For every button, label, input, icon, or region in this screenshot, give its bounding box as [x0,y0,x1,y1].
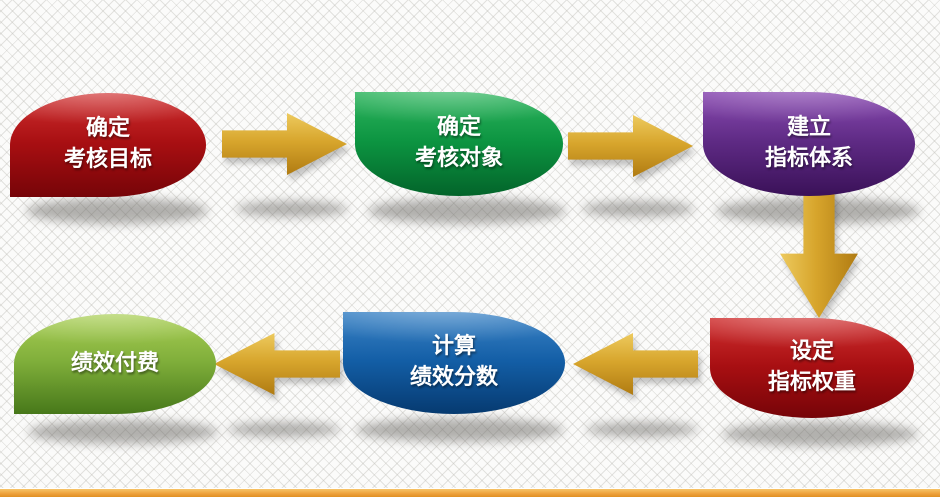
drop-shadow [356,418,564,442]
node-performance-pay: 绩效付费 [14,314,216,414]
drop-shadow [236,201,348,217]
drop-shadow [586,422,698,437]
footer-accent-bar [0,488,940,497]
arrow-down-icon [780,184,858,318]
drop-shadow [722,422,918,446]
drop-shadow [26,198,208,224]
node-define-goals: 确定 考核目标 [10,93,206,197]
arrow-right-icon [222,113,347,175]
node-build-system: 建立 指标体系 [703,92,915,196]
node-define-objects: 确定 考核对象 [355,92,563,196]
node-label-line: 确定 [436,115,481,141]
node-label-line: 考核对象 [414,146,503,171]
arrow-left-icon [214,333,340,395]
drop-shadow [582,201,694,217]
node-label-line: 确定 [85,116,130,142]
node-label-line: 计算 [431,334,476,360]
drop-shadow [28,420,218,444]
node-set-weights: 设定 指标权重 [710,318,914,418]
drop-shadow [368,198,566,224]
node-label-line: 指标体系 [764,146,853,171]
node-label-line: 建立 [786,115,831,141]
arrow-left-icon [573,333,698,395]
node-label-line: 设定 [789,339,834,365]
drop-shadow [228,422,340,437]
node-label-line: 考核目标 [63,147,152,172]
arrow-right-icon [568,115,693,177]
node-label-line: 绩效分数 [409,365,498,390]
node-label-line: 绩效付费 [70,350,159,376]
node-label-line: 指标权重 [767,370,856,395]
node-calc-scores: 计算 绩效分数 [343,312,565,414]
